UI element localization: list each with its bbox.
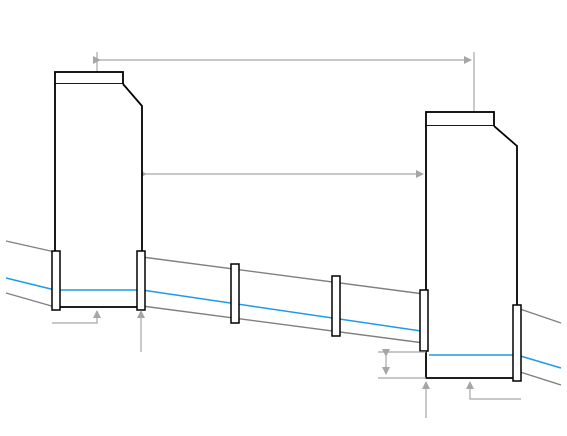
middle-pipe-bottom [141,305,425,344]
pipe-joint-2 [331,275,341,337]
annotation-arrows [52,310,521,418]
right-manhole-shaft [425,125,518,379]
manhole-interior-lines [59,289,513,356]
water-depth-marker [378,349,426,379]
pipe-joint-1 [230,263,240,324]
middle-pipe-top [141,256,425,295]
left-manhole-cover [54,71,124,85]
left-manhole-outlet-connector [136,250,146,311]
left-water-line [5,277,56,291]
right-manhole-cover [425,111,495,127]
left-manhole [54,71,143,308]
pipe-lines [5,240,562,386]
right-manhole-inlet-connector [419,289,429,352]
middle-water-line [141,289,422,332]
right-manhole [425,111,518,379]
left-pipe-bottom [5,292,56,308]
right-invert-leader [466,381,521,400]
right-pipe-bottom [516,370,562,386]
right-pipe-top [516,307,562,324]
right-manhole-outlet-connector [512,304,522,382]
right-outflow-water-line [516,354,562,369]
left-invert-leader [52,310,101,324]
left-manhole-shaft [54,83,143,308]
left-manhole-inlet-connector [51,250,61,311]
pipe-connectors [51,250,522,382]
top-span-dimension [93,52,475,111]
left-pipe-top [5,240,56,253]
